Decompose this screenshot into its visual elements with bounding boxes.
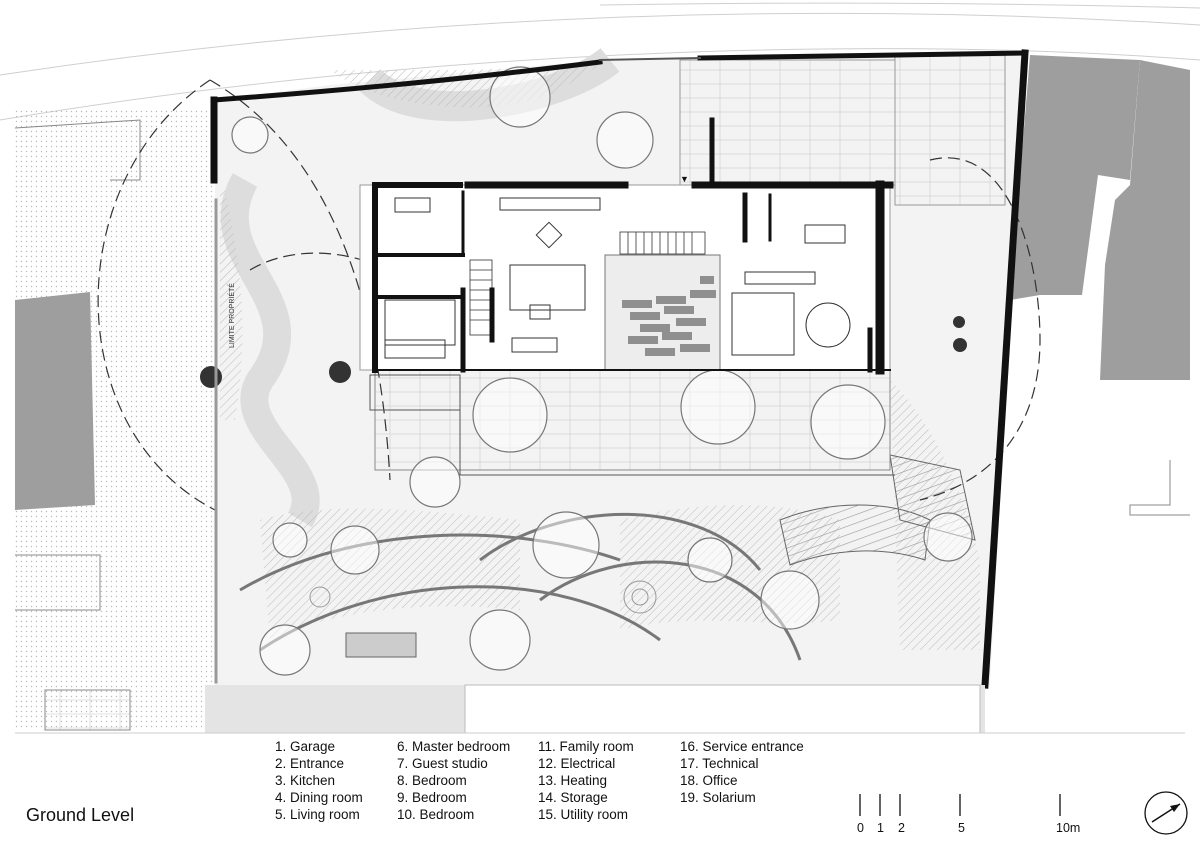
house-floor-plan: ▼ (359, 56, 895, 476)
legend-item: 19. Solarium (680, 790, 756, 805)
legend-item: 15. Utility room (538, 807, 629, 822)
right-neighbor-area (1010, 55, 1190, 516)
legend-item: 7. Guest studio (397, 756, 488, 771)
floor-plan-drawing: ▼ LIMITE PROPRIÉTÉ (0, 2, 1200, 734)
legend-item: 10. Bedroom (397, 807, 475, 822)
scale-tick-10: 10m (1056, 821, 1081, 835)
tree-canopies (231, 66, 973, 676)
legend-column-1: 1. Garage 2. Entrance 3. Kitchen 4. Dini… (275, 738, 363, 823)
property-limit-note: LIMITE PROPRIÉTÉ (227, 283, 236, 348)
legend-item: 11. Family room (538, 739, 634, 754)
drawing-title: Ground Level (26, 805, 135, 825)
legend-column-2: 6. Master bedroom 7. Guest studio 8. Bed… (397, 738, 510, 823)
street-bottom (15, 684, 1185, 734)
left-neighbor-area (14, 110, 215, 731)
legend-item: 9. Bedroom (397, 790, 467, 805)
legend-item: 8. Bedroom (397, 773, 467, 788)
legend-item: 1. Garage (275, 739, 336, 754)
legend-item: 16. Service entrance (680, 739, 804, 754)
north-arrow-icon (1144, 791, 1188, 835)
legend-item: 6. Master bedroom (397, 739, 511, 754)
scale-bar (859, 794, 1061, 816)
legend-item: 13. Heating (538, 773, 608, 788)
scale-tick-5: 5 (958, 821, 965, 835)
legend-item: 18. Office (680, 773, 738, 788)
scale-tick-0: 0 (857, 821, 864, 835)
scale-tick-2: 2 (898, 821, 905, 835)
legend-item: 12. Electrical (538, 756, 616, 771)
boundary-walls (210, 49, 1029, 689)
legend-item: 14. Storage (538, 790, 608, 805)
legend-item: 17. Technical (680, 756, 759, 771)
legend-item: 5. Living room (275, 807, 360, 822)
legend-column-3: 11. Family room 12. Electrical 13. Heati… (538, 738, 634, 823)
scale-tick-1: 1 (877, 821, 884, 835)
legend-item: 4. Dining room (275, 790, 363, 805)
legend-item: 3. Kitchen (275, 773, 336, 788)
legend-column-4: 16. Service entrance 17. Technical 18. O… (680, 738, 804, 806)
legend-item: 2. Entrance (275, 756, 345, 771)
svg-text:▼: ▼ (680, 174, 689, 184)
